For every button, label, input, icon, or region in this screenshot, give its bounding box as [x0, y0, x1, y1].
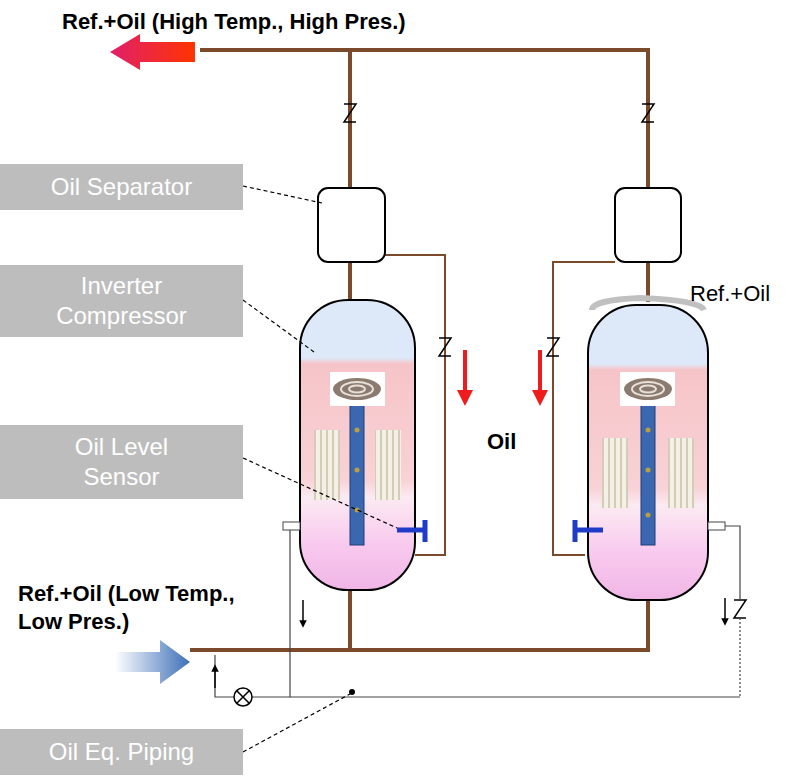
flow-label: Oil — [487, 428, 516, 456]
callout-text: Oil Separator — [51, 172, 192, 202]
callout-text: Oil Eq. Piping — [49, 737, 194, 767]
flow-label: Ref.+Oil — [690, 280, 770, 308]
callout-box: Inverter Compressor — [0, 265, 243, 337]
callout-box: Oil Separator — [0, 164, 243, 210]
callout-box: Oil Eq. Piping — [0, 729, 243, 775]
flow-label: Ref.+Oil (Low Temp., Low Pres.) — [18, 580, 268, 636]
flow-label: Ref.+Oil (High Temp., High Pres.) — [62, 8, 406, 36]
callout-box: Oil Level Sensor — [0, 425, 243, 499]
callout-text: Oil Level Sensor — [47, 432, 197, 492]
callout-text: Inverter Compressor — [37, 271, 207, 331]
